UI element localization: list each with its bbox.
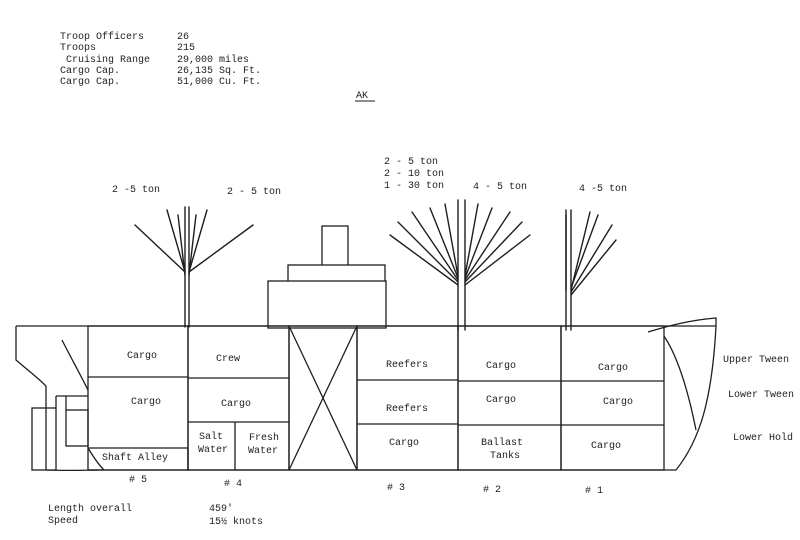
deck-level-labels: Upper Tween Lower Tween Lower Hold bbox=[723, 355, 794, 444]
compartment-ballast-line-1: Ballast bbox=[481, 437, 523, 449]
machinery-space bbox=[288, 325, 358, 471]
hold-4-section: Crew Cargo Salt Water Fresh Water bbox=[187, 325, 290, 471]
boom-label-hold-5: 2 -5 ton bbox=[112, 185, 160, 196]
compartment-salt-water-line-1: Salt bbox=[199, 431, 223, 443]
ship-designation: AK bbox=[355, 91, 375, 102]
spec-value-troop-officers: 26 bbox=[177, 32, 189, 43]
hold-1-section: Cargo Cargo Cargo bbox=[560, 325, 665, 471]
boom-label-hold-3-line-3: 1 - 30 ton bbox=[384, 181, 444, 192]
spec-value-cruising-range: 29,000 miles bbox=[177, 54, 249, 66]
hold-number-5: # 5 bbox=[129, 475, 147, 486]
hold-number-3: # 3 bbox=[387, 483, 405, 494]
compartment-salt-water-line-2: Water bbox=[198, 445, 228, 456]
rudder bbox=[31, 407, 57, 471]
compartment-hold-1-lower: Cargo bbox=[591, 441, 621, 452]
hold-number-1: # 1 bbox=[585, 486, 603, 497]
level-upper-tween: Upper Tween bbox=[723, 355, 789, 366]
spec-value-cargo-area: 26,135 Sq. Ft. bbox=[177, 66, 261, 77]
compartment-ballast-line-2: Tanks bbox=[490, 450, 520, 462]
compartment-fresh-water-line-1: Fresh bbox=[249, 432, 279, 444]
mast-hold-1 bbox=[565, 209, 617, 331]
level-lower-tween: Lower Tween bbox=[728, 390, 794, 401]
boom-label-hold-3-line-1: 2 - 5 ton bbox=[384, 157, 438, 168]
compartment-reefers-middle: Reefers bbox=[386, 403, 428, 415]
hold-5-section: Cargo Cargo Shaft Alley bbox=[87, 325, 189, 471]
compartment-hold-1-upper: Cargo bbox=[598, 363, 628, 374]
level-lower-hold: Lower Hold bbox=[733, 432, 793, 444]
compartment-shaft-alley: Shaft Alley bbox=[102, 452, 168, 464]
compartment-crew: Crew bbox=[216, 354, 240, 365]
compartment-reefers-upper: Reefers bbox=[386, 359, 428, 371]
footer-value-speed: 15½ knots bbox=[209, 516, 263, 528]
superstructure bbox=[267, 225, 387, 329]
mast-hold-3 bbox=[389, 199, 531, 331]
footer-label-speed: Speed bbox=[48, 515, 78, 527]
compartment-hold-2-middle: Cargo bbox=[486, 395, 516, 406]
specifications-table: Troop Officers 26 Troops 215 Cruising Ra… bbox=[60, 31, 261, 88]
hold-3-section: Reefers Reefers Cargo bbox=[356, 325, 459, 471]
compartment-fresh-water-line-2: Water bbox=[248, 446, 278, 457]
spec-label-troop-officers: Troop Officers bbox=[60, 31, 144, 43]
bow-frame-line bbox=[663, 335, 697, 431]
funnel bbox=[321, 225, 349, 267]
spec-label-cruising-range: Cruising Range bbox=[60, 54, 150, 66]
lower-deckhouse bbox=[267, 280, 387, 329]
hold-2-section: Cargo Cargo Ballast Tanks bbox=[457, 325, 562, 471]
footer-specifications: Length overall 459' Speed 15½ knots bbox=[48, 503, 263, 528]
hold-number-4: # 4 bbox=[224, 479, 242, 490]
compartment-hold-3-lower: Cargo bbox=[389, 438, 419, 449]
compartment-hold-5-upper: Cargo bbox=[127, 351, 157, 362]
hold-number-2: # 2 bbox=[483, 485, 501, 496]
forecastle bbox=[647, 317, 717, 333]
stern-counter bbox=[15, 326, 47, 387]
designation-text: AK bbox=[356, 91, 368, 102]
spec-label-cargo-volume: Cargo Cap. bbox=[60, 77, 120, 88]
stern-rake bbox=[61, 339, 89, 391]
compartment-hold-2-upper: Cargo bbox=[486, 361, 516, 372]
spec-value-troops: 215 bbox=[177, 43, 195, 54]
boom-label-hold-2: 4 - 5 ton bbox=[473, 182, 527, 193]
boom-label-hold-3-line-2: 2 - 10 ton bbox=[384, 169, 444, 180]
compartment-hold-1-middle: Cargo bbox=[603, 397, 633, 408]
footer-value-length: 459' bbox=[209, 503, 233, 515]
boom-label-hold-4: 2 - 5 ton bbox=[227, 187, 281, 198]
spec-value-cargo-volume: 51,000 Cu. Ft. bbox=[177, 77, 261, 88]
hold-numbers: # 5 # 4 # 3 # 2 # 1 bbox=[129, 475, 603, 497]
compartment-hold-5-lower: Cargo bbox=[131, 397, 161, 408]
upper-deckhouse bbox=[287, 264, 386, 283]
spec-label-troops: Troops bbox=[60, 43, 96, 54]
footer-label-length: Length overall bbox=[48, 503, 132, 515]
mast-hold-5 bbox=[134, 206, 254, 328]
boom-label-hold-1: 4 -5 ton bbox=[579, 184, 627, 195]
bow-stem bbox=[664, 325, 717, 471]
spec-label-cargo-area: Cargo Cap. bbox=[60, 66, 120, 77]
propeller-housing bbox=[65, 409, 89, 447]
compartment-hold-4-middle: Cargo bbox=[221, 399, 251, 410]
boom-labels: 2 -5 ton 2 - 5 ton 2 - 5 ton 2 - 10 ton … bbox=[112, 157, 627, 198]
